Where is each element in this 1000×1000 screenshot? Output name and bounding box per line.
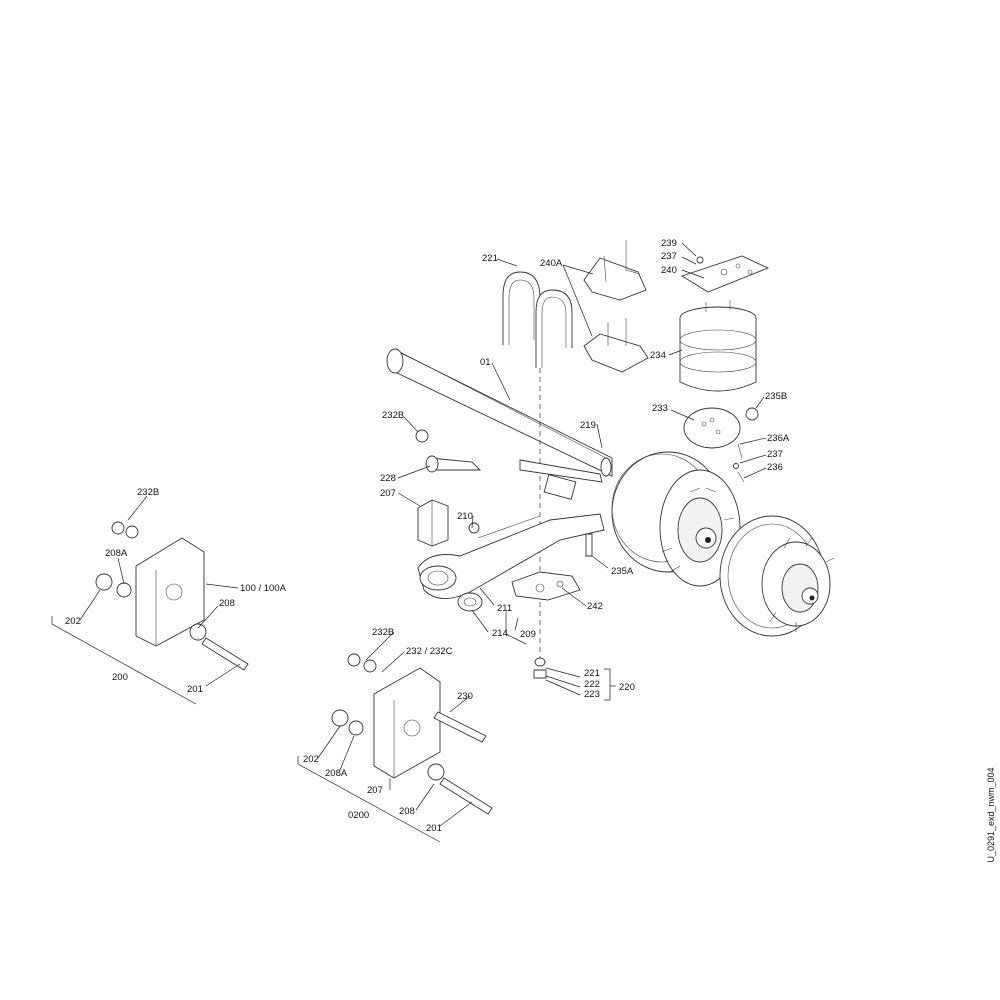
label-223: 223 — [584, 689, 600, 700]
bracket-207-upper — [417, 499, 480, 547]
label-220: 220 — [619, 682, 635, 693]
brake-drum — [611, 451, 741, 587]
brake-disc — [719, 515, 835, 637]
label-207-lower: 207 — [367, 785, 383, 796]
hanger-assembly-0200 — [331, 653, 493, 815]
axle-beam — [386, 348, 613, 477]
label-208A-lower: 208A — [325, 768, 348, 779]
bolt-235A — [585, 533, 593, 557]
label-222: 222 — [584, 679, 600, 690]
trailing-arm — [417, 513, 605, 599]
saddle-brackets — [583, 240, 649, 373]
label-201-lower: 201 — [426, 823, 442, 834]
label-202-lower: 202 — [303, 754, 319, 765]
label-236: 236 — [767, 462, 783, 473]
label-211: 211 — [497, 603, 512, 614]
label-237-top: 237 — [661, 251, 677, 262]
label-219: 219 — [580, 420, 596, 431]
bottom-plate — [683, 407, 741, 449]
label-235B: 235B — [765, 391, 787, 402]
clamp-plate-242 — [511, 571, 581, 601]
bushing-214 — [457, 592, 483, 612]
label-236A: 236A — [767, 433, 790, 444]
label-208A-left: 208A — [105, 548, 128, 559]
label-214: 214 — [492, 628, 508, 639]
label-233: 233 — [652, 403, 668, 414]
label-200: 200 — [112, 672, 128, 683]
drawing-id-vertical: U_0291_exd_nwm_004 — [984, 750, 998, 880]
label-209: 209 — [520, 629, 536, 640]
label-237: 237 — [767, 449, 783, 460]
label-234: 234 — [650, 350, 666, 361]
label-239: 239 — [661, 238, 677, 249]
u-bolts — [502, 271, 573, 660]
axle-shaft-219 — [519, 459, 603, 500]
label-228: 228 — [380, 473, 396, 484]
label-01: 01 — [480, 357, 491, 368]
label-230: 230 — [457, 691, 473, 702]
label-0200: 0200 — [348, 810, 369, 821]
label-232B-lower: 232B — [372, 627, 394, 638]
shock-absorber — [415, 429, 482, 473]
drawing-id-text: U_0291_exd_nwm_004 — [986, 767, 996, 863]
label-100-100A: 100 / 100A — [240, 583, 287, 594]
label-221-top: 221 — [482, 253, 498, 264]
leader-lines — [51, 242, 767, 843]
label-221: 221 — [584, 668, 600, 679]
label-240: 240 — [661, 265, 677, 276]
label-242: 242 — [587, 601, 603, 612]
label-235A: 235A — [611, 566, 634, 577]
label-208-lower: 208 — [399, 806, 415, 817]
label-232B-mid: 232B — [382, 410, 404, 421]
label-208-left: 208 — [219, 598, 235, 609]
label-202-left: 202 — [65, 616, 81, 627]
label-201-left: 201 — [187, 684, 203, 695]
nut-stack — [533, 657, 547, 679]
air-spring — [679, 300, 757, 392]
hanger-assembly-200 — [95, 521, 249, 671]
callout-labels: 221 240A 239 237 240 234 235B 233 236A 2… — [65, 238, 790, 834]
label-240A: 240A — [540, 258, 563, 269]
top-plate — [680, 255, 770, 293]
small-fasteners — [696, 256, 759, 483]
label-232-232C: 232 / 232C — [406, 646, 453, 657]
label-232B-left: 232B — [137, 487, 159, 498]
label-210: 210 — [457, 511, 473, 522]
label-207-upper: 207 — [380, 488, 396, 499]
